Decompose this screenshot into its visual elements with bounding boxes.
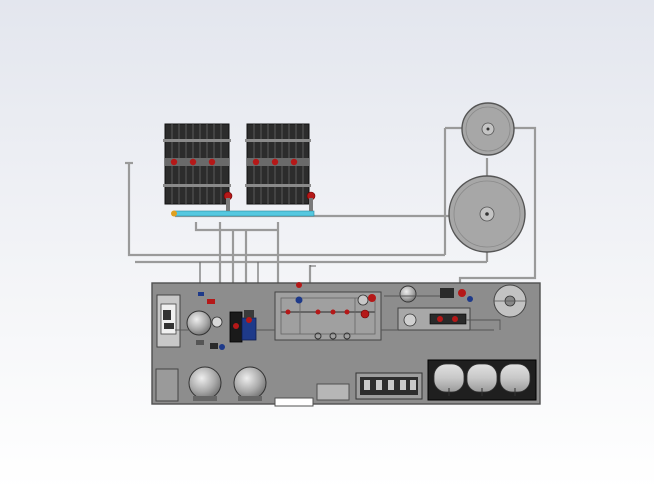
sphere-left[interactable]: [188, 366, 222, 401]
skid-box-bottom-left: [155, 368, 179, 402]
pump-group[interactable]: [186, 292, 257, 350]
valve-rack[interactable]: [355, 372, 423, 400]
manifold-end-fitting: [171, 210, 177, 217]
tank-large[interactable]: [448, 175, 526, 253]
manifold-bar: [173, 210, 315, 217]
stack-2[interactable]: [245, 123, 316, 211]
level-tank-skid[interactable]: [493, 284, 527, 318]
stack-1[interactable]: [163, 123, 233, 211]
skid-piping: [175, 265, 494, 331]
filter-housing[interactable]: [368, 285, 501, 331]
valve-panel[interactable]: [274, 282, 382, 341]
sphere-right[interactable]: [233, 366, 267, 401]
cylinder-bank[interactable]: [427, 359, 537, 401]
tank-small[interactable]: [461, 102, 515, 156]
control-cabinet[interactable]: [156, 294, 181, 348]
